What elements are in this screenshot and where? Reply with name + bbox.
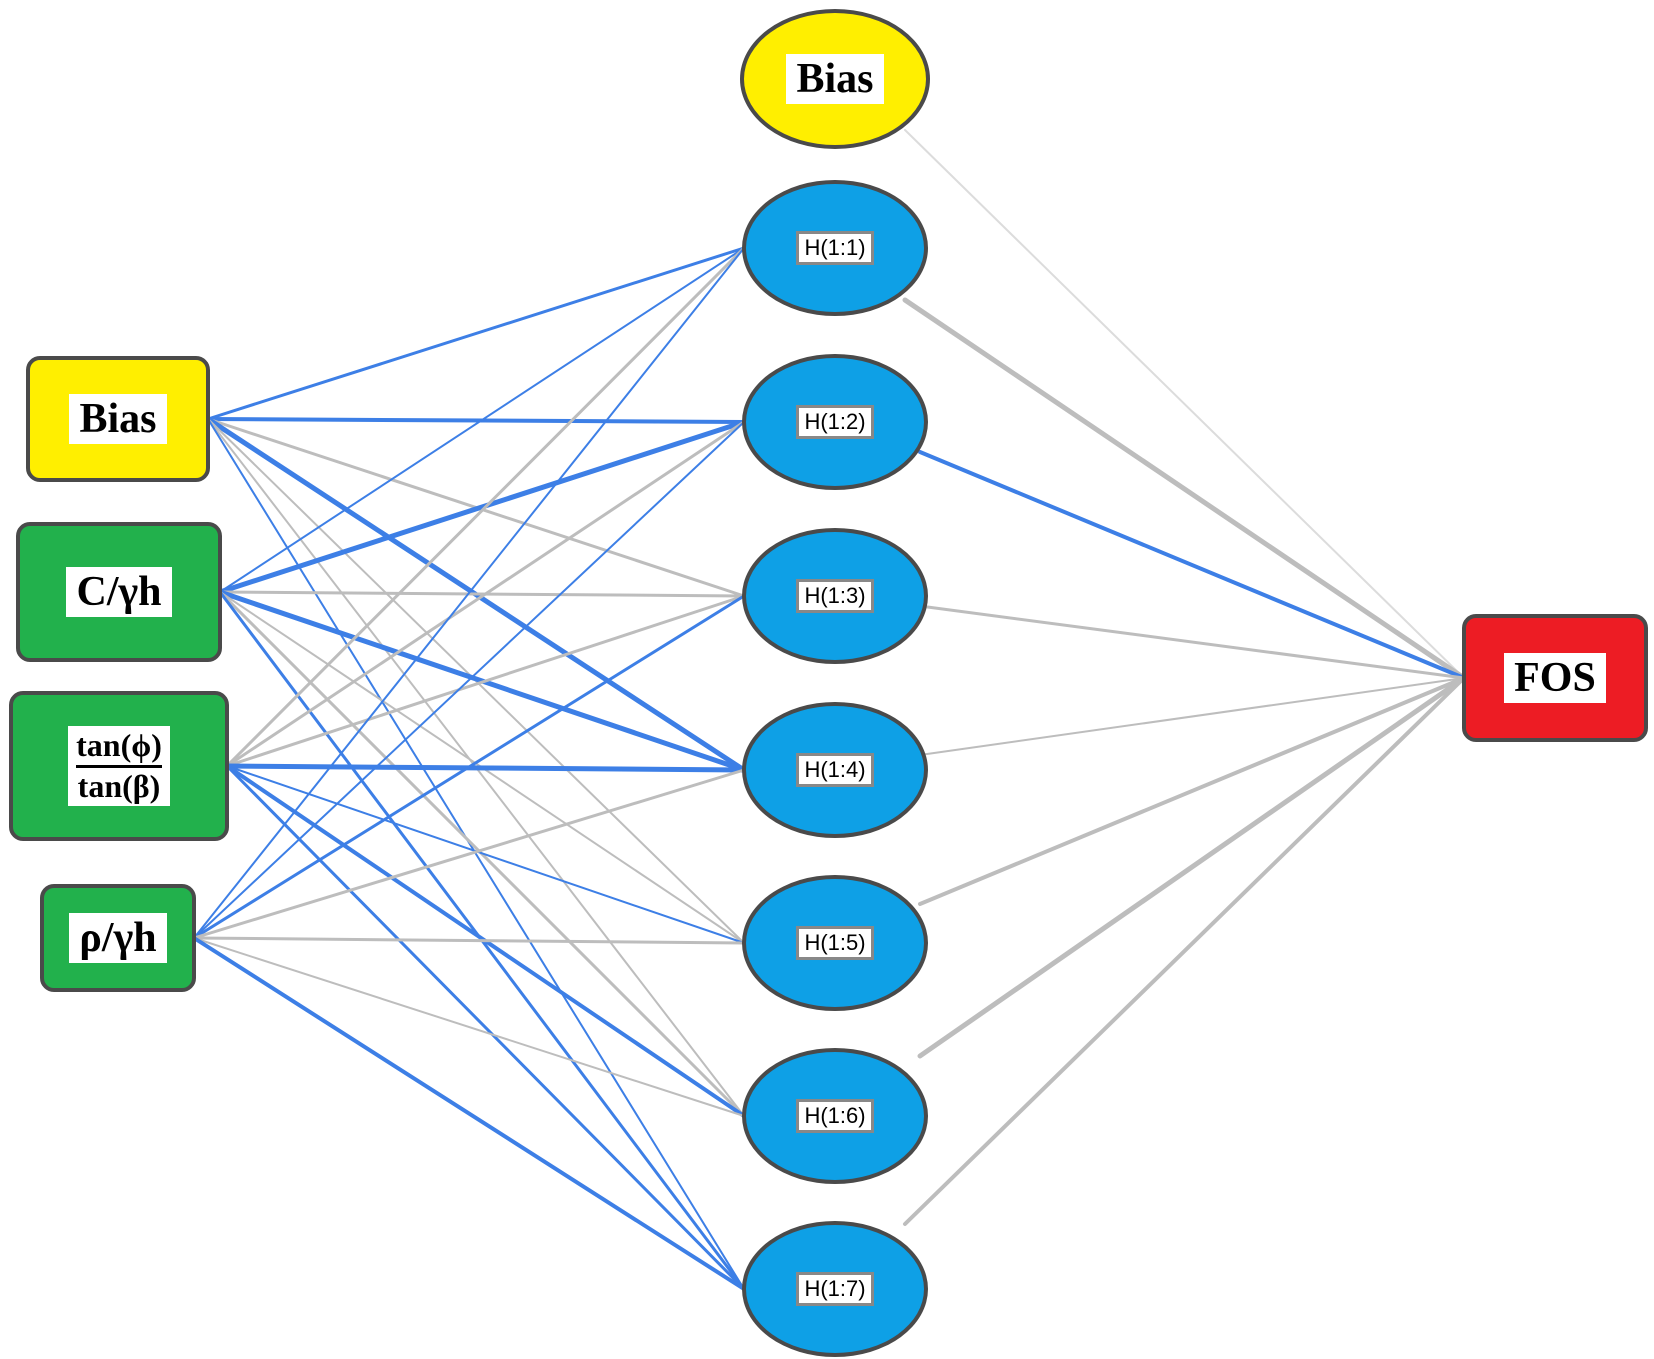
input-hidden-connection — [192, 936, 746, 1291]
input-rho-gamma-h-label: ρ/γh — [69, 913, 167, 963]
input-hidden-connection — [193, 421, 745, 939]
hidden-bias-node: Bias — [740, 9, 930, 149]
hidden-node-6-label: H(1:6) — [796, 1099, 874, 1133]
hidden-node-4: H(1:4) — [742, 702, 928, 838]
input-bias-label: Bias — [69, 394, 167, 444]
input-hidden-connection — [192, 768, 746, 940]
input-bias-node: Bias — [26, 356, 210, 482]
input-hidden-connection — [193, 247, 745, 939]
hidden-node-6: H(1:6) — [742, 1048, 928, 1184]
input-hidden-connection — [193, 937, 745, 1117]
input-hidden-connection — [207, 418, 745, 1290]
input-hidden-connection — [206, 246, 746, 421]
output-fos-label: FOS — [1504, 653, 1606, 703]
hidden-output-connection — [918, 450, 1466, 680]
hidden-node-5: H(1:5) — [742, 875, 928, 1011]
hidden-output-connection — [918, 676, 1466, 906]
hidden-bias-output-connection — [904, 129, 1465, 679]
tan-beta-denominator: tan(β) — [77, 767, 161, 804]
input-c-gamma-h-label: C/γh — [66, 567, 172, 617]
input-hidden-connection — [217, 419, 747, 595]
hidden-output-connection — [918, 604, 1466, 680]
hidden-node-7-label: H(1:7) — [796, 1272, 874, 1306]
input-hidden-connection — [192, 936, 746, 945]
input-hidden-connection — [219, 247, 745, 593]
hidden-node-7: H(1:7) — [742, 1221, 928, 1357]
input-hidden-connection — [218, 590, 746, 598]
hidden-output-connection — [903, 676, 1466, 1226]
input-hidden-connection — [225, 764, 746, 1291]
hidden-node-5-label: H(1:5) — [796, 926, 874, 960]
hidden-node-3-label: H(1:3) — [796, 579, 874, 613]
input-hidden-connection — [225, 246, 746, 768]
input-hidden-connection — [224, 763, 747, 773]
tan-phi-numerator: tan(ϕ) — [76, 728, 162, 768]
input-hidden-connection — [226, 765, 745, 944]
input-tan-ratio-node: tan(ϕ) tan(β) — [9, 691, 229, 841]
hidden-node-1-label: H(1:1) — [796, 231, 874, 265]
input-hidden-connection — [192, 594, 746, 940]
input-hidden-connection — [225, 594, 746, 768]
hidden-node-4-label: H(1:4) — [796, 753, 874, 787]
hidden-bias-label: Bias — [786, 54, 884, 104]
hidden-output-connection — [919, 677, 1465, 756]
input-rho-gamma-h-node: ρ/γh — [40, 884, 196, 992]
hidden-node-2-label: H(1:2) — [796, 405, 874, 439]
input-hidden-connection — [206, 417, 746, 424]
input-c-gamma-h-node: C/γh — [16, 522, 222, 662]
hidden-output-connection — [902, 297, 1467, 681]
hidden-node-3: H(1:3) — [742, 528, 928, 664]
hidden-node-1: H(1:1) — [742, 180, 928, 316]
hidden-node-2: H(1:2) — [742, 354, 928, 490]
output-fos-node: FOS — [1462, 614, 1648, 742]
input-hidden-connection — [225, 420, 746, 768]
input-tan-ratio-label: tan(ϕ) tan(β) — [68, 725, 170, 807]
hidden-output-connection — [917, 675, 1467, 1059]
